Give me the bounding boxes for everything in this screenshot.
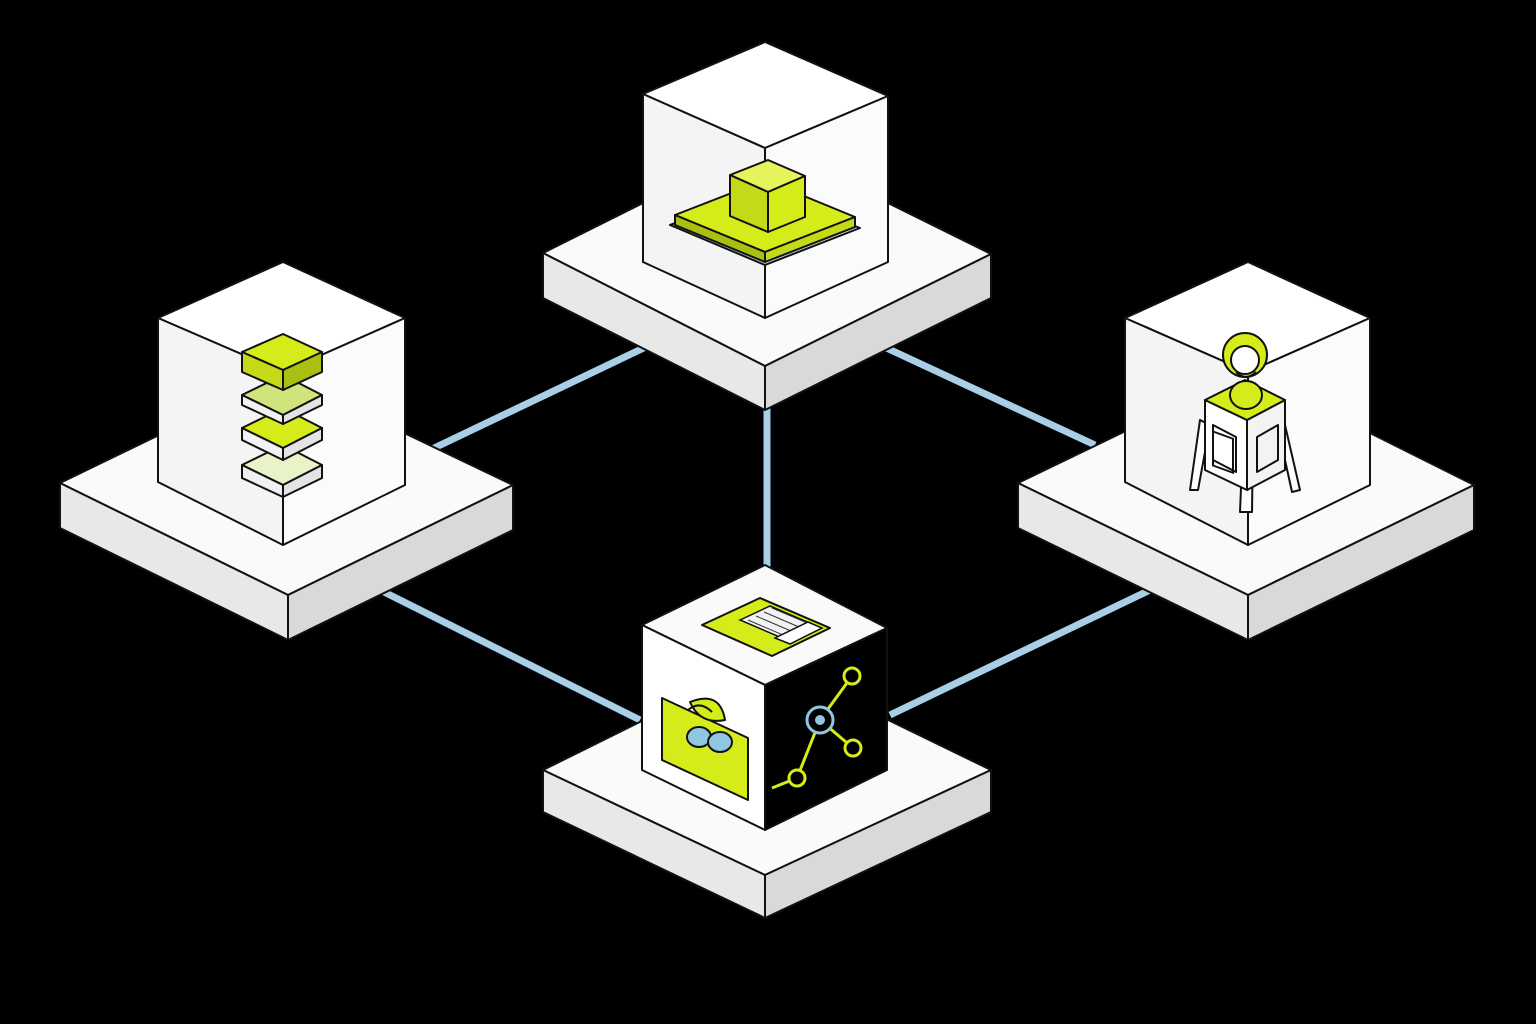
connector-left-center bbox=[378, 586, 642, 724]
glass-case-right bbox=[1124, 261, 1371, 546]
data-cube-icon bbox=[641, 564, 888, 831]
network-graph-icon bbox=[771, 666, 863, 790]
node-right[interactable] bbox=[1017, 261, 1475, 641]
stacked-layers-icon bbox=[241, 333, 323, 498]
robot-on-pedestal-icon bbox=[1189, 332, 1301, 513]
node-center[interactable] bbox=[542, 564, 992, 919]
connector-lines bbox=[378, 341, 1152, 724]
connector-right-center bbox=[888, 586, 1152, 719]
connector-top-left bbox=[428, 341, 652, 454]
connector-top-right bbox=[878, 341, 1097, 449]
circuit-board-icon bbox=[701, 597, 831, 657]
platform-layers-icon bbox=[669, 159, 861, 266]
node-top[interactable] bbox=[542, 41, 992, 411]
chart-panel-icon bbox=[661, 697, 749, 801]
node-left[interactable] bbox=[59, 261, 514, 641]
